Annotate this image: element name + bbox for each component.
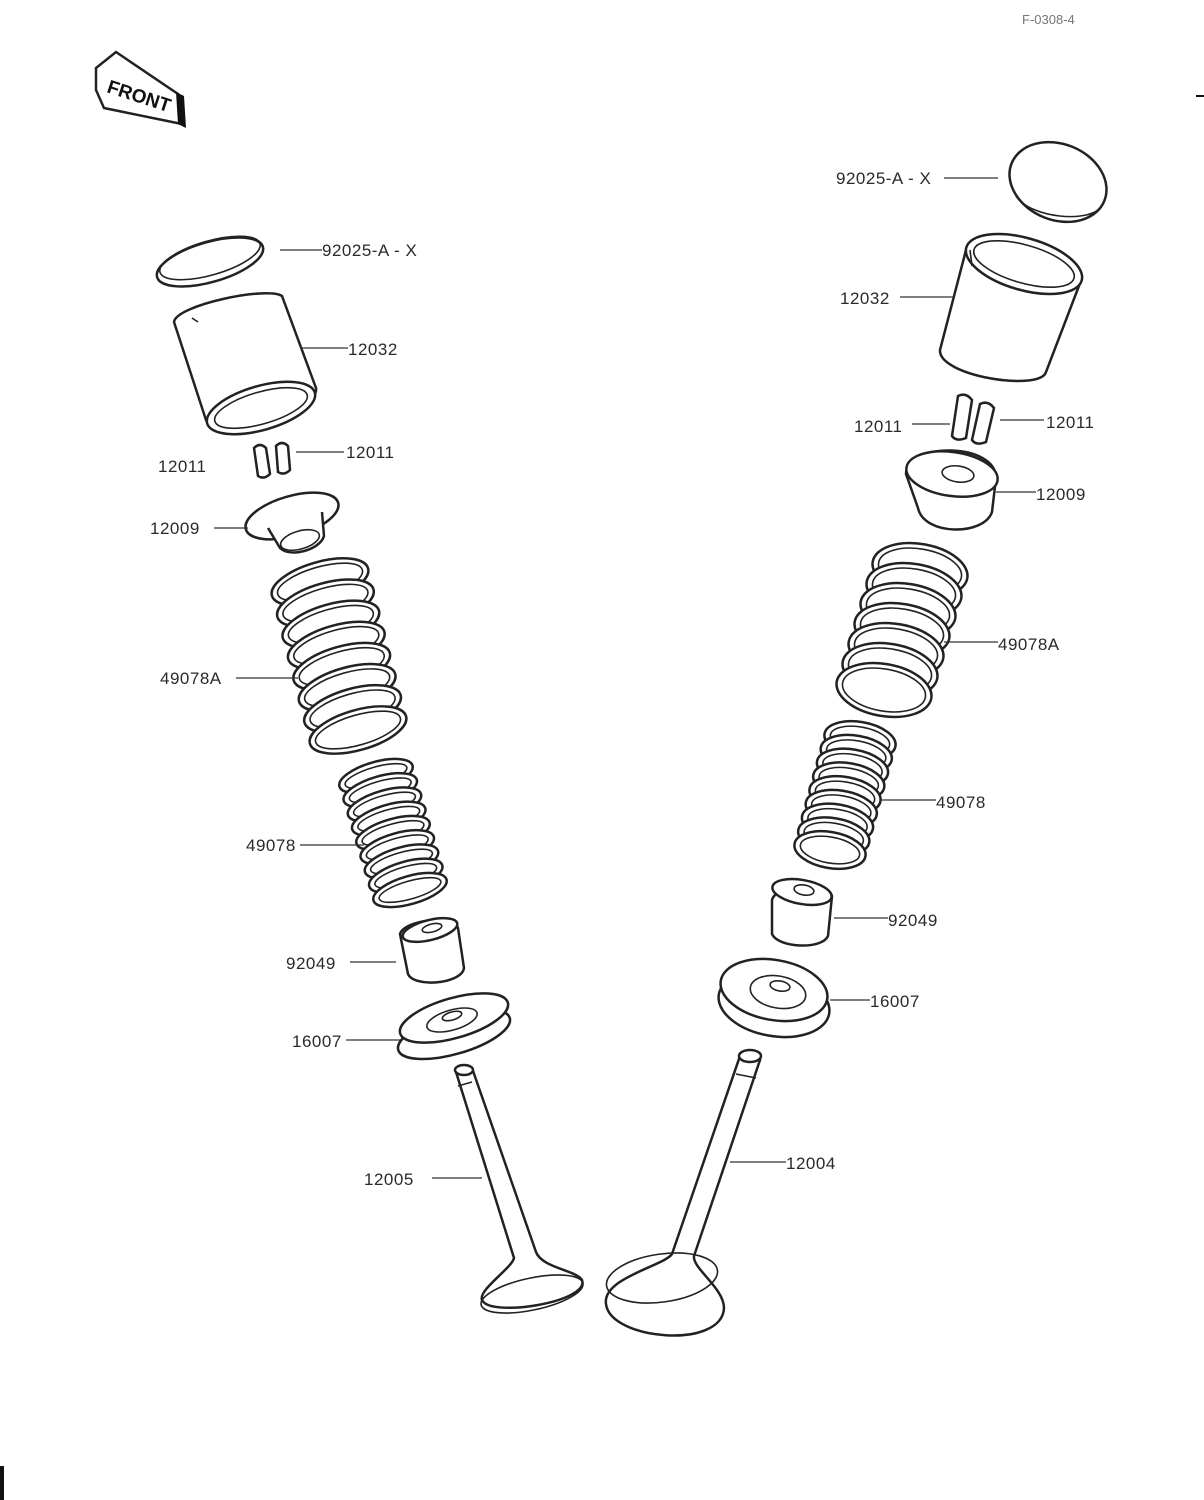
left-shim-label: 92025-A - X <box>322 241 417 260</box>
right-shim-label: 92025-A - X <box>836 169 931 188</box>
right-tappet-label: 12032 <box>840 289 890 308</box>
spring-coil-inner <box>841 667 927 713</box>
right-outer-spring <box>835 541 969 719</box>
left-valve <box>453 1063 584 1314</box>
left-valve-assembly: 92025-A - X 12032 12011 12011 12009 49 <box>150 235 584 1314</box>
right-keeper-b-label: 12011 <box>1046 413 1095 432</box>
right-outer-spring-label: 49078A <box>998 635 1060 654</box>
spring-coil-inner <box>378 876 442 904</box>
front-direction-badge: FRONT <box>94 50 186 128</box>
left-tappet-label: 12032 <box>348 340 398 359</box>
left-outer-spring <box>270 557 408 755</box>
edge-mark <box>0 1466 4 1500</box>
left-spring-seat-label: 16007 <box>292 1032 342 1051</box>
spring-coil <box>835 661 933 719</box>
right-valve-assembly: 92025-A - X 12032 12011 12011 12009 <box>604 140 1108 1337</box>
left-retainer-label: 12009 <box>150 519 200 538</box>
left-valve-label: 12005 <box>364 1170 414 1189</box>
spring-coil <box>308 705 408 755</box>
spring-coil <box>372 871 448 909</box>
right-keeper-a-label: 12011 <box>854 417 903 436</box>
right-inner-spring <box>793 719 897 871</box>
right-spring-seat-label: 16007 <box>870 992 920 1011</box>
right-stem-seal <box>770 877 834 947</box>
spring-coil-inner <box>314 710 402 750</box>
right-inner-spring-label: 49078 <box>936 793 986 812</box>
spring-coil <box>793 829 867 871</box>
spring-coil-inner <box>799 835 861 865</box>
left-stem-seal <box>398 916 466 984</box>
left-keepers <box>252 441 292 479</box>
right-spring-seat <box>717 957 831 1039</box>
left-inner-spring-label: 49078 <box>246 836 296 855</box>
left-shim <box>155 235 265 288</box>
page-reference: F-0308-4 <box>1022 12 1075 27</box>
left-inner-spring <box>338 757 448 909</box>
right-shim <box>1008 140 1108 224</box>
right-valve-label: 12004 <box>786 1154 836 1173</box>
left-retainer <box>244 491 340 554</box>
right-keepers <box>950 393 996 445</box>
left-spring-seat <box>396 992 512 1061</box>
right-tappet <box>938 232 1084 383</box>
right-valve <box>604 1048 763 1337</box>
right-retainer-label: 12009 <box>1036 485 1086 504</box>
left-keeper-b-label: 12011 <box>346 443 395 462</box>
right-stem-seal-label: 92049 <box>888 911 938 930</box>
right-retainer <box>904 449 999 531</box>
left-keeper-a-label: 12011 <box>158 457 207 476</box>
left-stem-seal-label: 92049 <box>286 954 336 973</box>
left-tappet <box>172 292 318 436</box>
left-outer-spring-label: 49078A <box>160 669 222 688</box>
